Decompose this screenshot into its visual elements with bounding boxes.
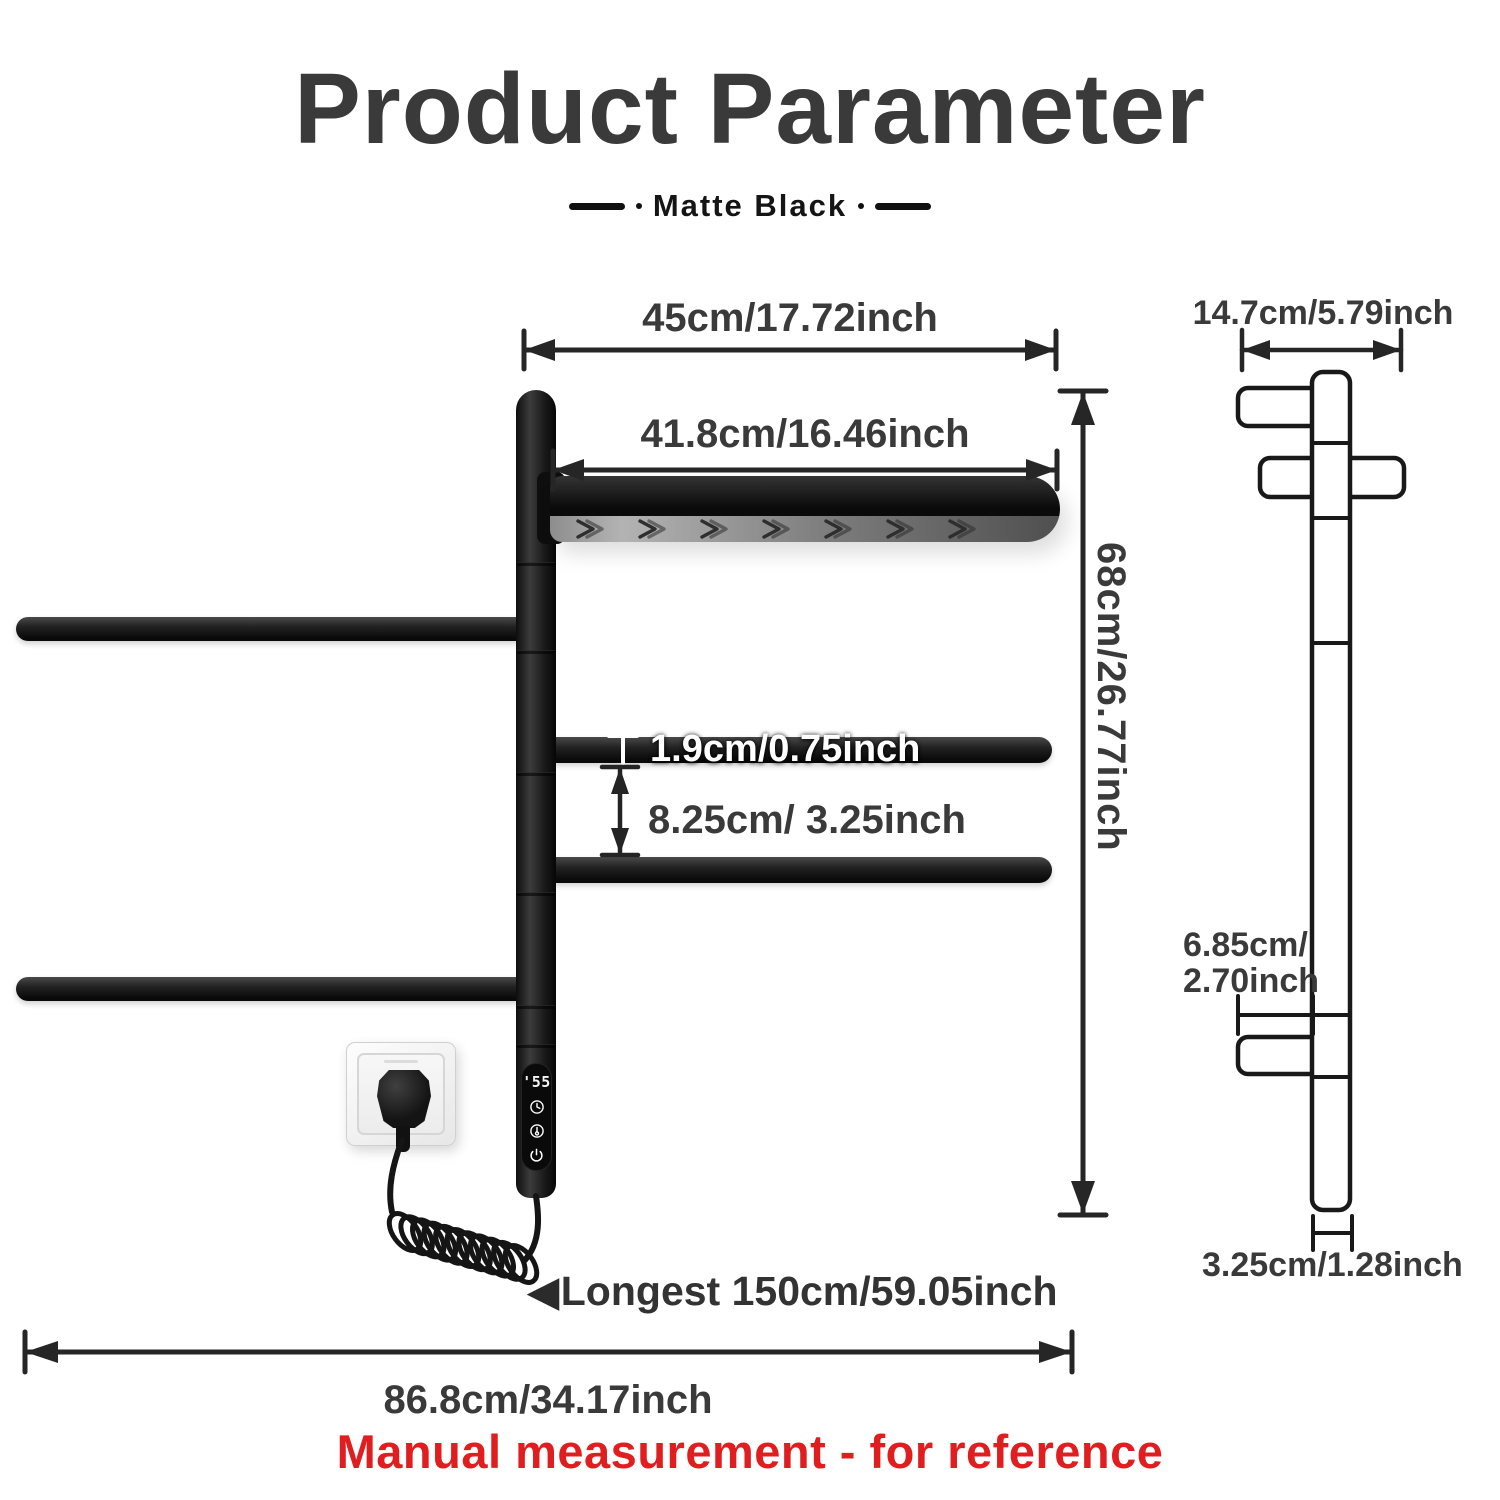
pole-joint [517,1005,555,1009]
top-shelf [550,476,1060,542]
pole-joint [517,562,555,566]
pole-joint [517,892,555,896]
dim-total-width-arrow [22,1329,1075,1375]
pole-joint [517,1044,555,1048]
dim-height-label: 68cm/26.77inch [1089,542,1133,852]
side-view-drawing [1235,327,1407,1252]
timer-icon[interactable] [529,1099,545,1115]
towel-bar-right-top [544,737,1052,763]
dim-depth-label: 14.7cm/5.79inch [1192,294,1454,332]
shelf-chevron-pattern [576,519,976,539]
dim-total-width-label: 86.8cm/34.17inch [383,1378,713,1422]
temperature-display: '55 [522,1073,551,1091]
coiled-power-cable [386,1137,542,1285]
temperature-icon[interactable] [529,1123,545,1139]
dim-bar-spacing-arrow [599,764,641,858]
dim-top-width-arrow [521,328,1059,372]
dim-bar-thickness-label: 1.9cm/0.75inch [650,728,921,770]
dim-pole-width-label: 3.25cm/1.28inch [1202,1246,1463,1284]
pole-joint [517,772,555,776]
dim-shelf-width-arrow [550,448,1060,492]
subtitle: Matte Black [0,188,1500,224]
dim-bar-thickness-marker [607,734,639,765]
subtitle-dash-right [875,202,932,210]
outlet-slot [384,1060,418,1063]
subtitle-dot-right [858,203,865,209]
dim-bracket-depth-line1: 6.85cm/ [1183,926,1308,964]
dim-height-arrow [1057,388,1109,1218]
towel-bar-left-top [16,617,528,641]
dim-top-width-label: 45cm/17.72inch [642,296,938,340]
towel-bar-left-bottom [16,977,528,1001]
color-variant-label: Matte Black [652,188,848,223]
dim-bracket-depth-label: 6.85cm/ 2.70inch [1183,926,1320,1000]
measurement-disclaimer: Manual measurement - for reference [336,1425,1164,1478]
page-title: Product Parameter [294,53,1206,165]
shelf-top-face [550,476,1060,516]
dim-longest-label: Longest 150cm/59.05inch [560,1268,1058,1314]
power-plug [377,1070,431,1128]
side-bracket [1235,1034,1323,1077]
pole-joint [517,650,555,654]
dim-bracket-depth-line [1236,994,1352,1036]
dim-shelf-width-label: 41.8cm/16.46inch [640,412,970,456]
dim-bracket-depth-line2: 2.70inch [1183,961,1320,1000]
dim-bar-spacing-label: 8.25cm/ 3.25inch [648,798,966,842]
towel-bar-right-bottom [544,857,1052,883]
subtitle-dash-left [568,202,625,210]
side-pole [1309,369,1353,1213]
left-arrowhead-icon: ◀ [528,1269,559,1314]
dim-longest: ◀ Longest 150cm/59.05inch [528,1268,1058,1315]
power-icon[interactable] [528,1147,545,1164]
controller-panel: '55 [521,1063,552,1171]
shelf-under-face [550,516,1060,542]
dim-pole-width-line [1311,1214,1354,1252]
subtitle-dot-left [635,203,642,209]
wall-outlet [346,1042,456,1146]
